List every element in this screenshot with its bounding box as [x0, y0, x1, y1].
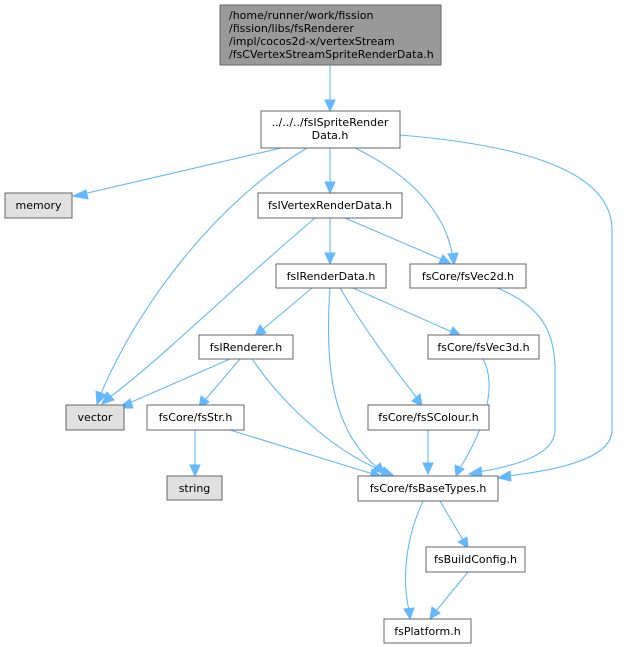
node-vertex-render-label: fsIVertexRenderData.h: [268, 199, 392, 212]
node-string[interactable]: string: [166, 475, 223, 501]
node-render-data[interactable]: fsIRenderData.h: [275, 263, 387, 289]
node-build-config[interactable]: fsBuildConfig.h: [425, 546, 526, 573]
node-memory[interactable]: memory: [4, 192, 73, 219]
node-base-types-label: fsCore/fsBaseTypes.h: [370, 482, 487, 495]
edge-sprite-to-vector: [95, 147, 308, 406]
node-vec3d[interactable]: fsCore/fsVec3d.h: [427, 334, 540, 360]
edge-sprite-to-basetypes: [399, 134, 613, 482]
edge-vertex-render-to-vector: [101, 217, 316, 405]
edge-renderer-to-str: [198, 358, 241, 409]
edge-sprite-to-vertex-render: [324, 148, 336, 195]
edge-str-to-basetypes: [229, 429, 384, 480]
edge-scolour-to-basetypes: [422, 430, 434, 476]
edge-root-to-sprite: [324, 65, 336, 113]
edge-sprite-to-vec2d: [354, 147, 459, 267]
edge-vertex-render-to-render-data: [324, 218, 336, 266]
edge-render-data-to-scolour: [339, 287, 423, 407]
node-vector-label: vector: [78, 411, 113, 424]
node-root-line-1: /home/runner/work/fission: [229, 9, 374, 22]
node-root-line-4: /fsCVertexStreamSpriteRenderData.h: [229, 48, 434, 61]
node-render-data-label: fsIRenderData.h: [287, 270, 376, 283]
edge-render-data-to-renderer: [254, 287, 313, 337]
node-platform-label: fsPlatform.h: [394, 625, 460, 638]
edge-basetypes-to-platform: [403, 500, 424, 621]
node-base-types[interactable]: fsCore/fsBaseTypes.h: [357, 475, 499, 502]
node-vec2d[interactable]: fsCore/fsVec2d.h: [409, 263, 527, 289]
node-vector[interactable]: vector: [65, 404, 125, 431]
node-sprite-line-2: Data.h: [312, 129, 349, 142]
node-scolour[interactable]: fsCore/fsSColour.h: [367, 404, 490, 431]
edge-str-to-string: [189, 430, 201, 478]
node-root-line-2: /fission/libs/fsRenderer: [229, 22, 354, 35]
node-vertex-render-data[interactable]: fsIVertexRenderData.h: [257, 192, 403, 219]
edge-vec3d-to-basetypes: [454, 358, 490, 478]
edge-buildconfig-to-platform: [429, 571, 469, 620]
node-string-label: string: [179, 482, 211, 495]
edge-render-data-to-vec3d: [352, 287, 463, 337]
node-renderer[interactable]: fsIRenderer.h: [198, 334, 294, 360]
node-sprite-render-data[interactable]: ../../../fsISpriteRender Data.h: [260, 110, 401, 149]
node-sprite-line-1: ../../../fsISpriteRender: [272, 116, 389, 129]
edge-sprite-to-memory: [71, 145, 291, 200]
node-build-config-label: fsBuildConfig.h: [434, 553, 517, 566]
node-root-file[interactable]: /home/runner/work/fission /fission/libs/…: [219, 4, 442, 66]
edge-renderer-to-vector: [117, 358, 231, 409]
node-scolour-label: fsCore/fsSColour.h: [378, 411, 479, 424]
node-root-line-3: /impl/cocos2d-x/vertexStream: [229, 35, 395, 48]
edge-basetypes-to-buildconfig: [439, 500, 469, 549]
node-str-label: fsCore/fsStr.h: [159, 411, 233, 424]
node-memory-label: memory: [16, 199, 62, 212]
edge-vertex-render-to-vec2d: [344, 217, 453, 265]
edge-vec2d-to-basetypes: [467, 286, 556, 478]
node-renderer-label: fsIRenderer.h: [210, 341, 283, 354]
node-str[interactable]: fsCore/fsStr.h: [146, 404, 245, 431]
node-vec3d-label: fsCore/fsVec3d.h: [437, 341, 529, 354]
node-vec2d-label: fsCore/fsVec2d.h: [422, 270, 514, 283]
node-platform[interactable]: fsPlatform.h: [383, 618, 472, 644]
